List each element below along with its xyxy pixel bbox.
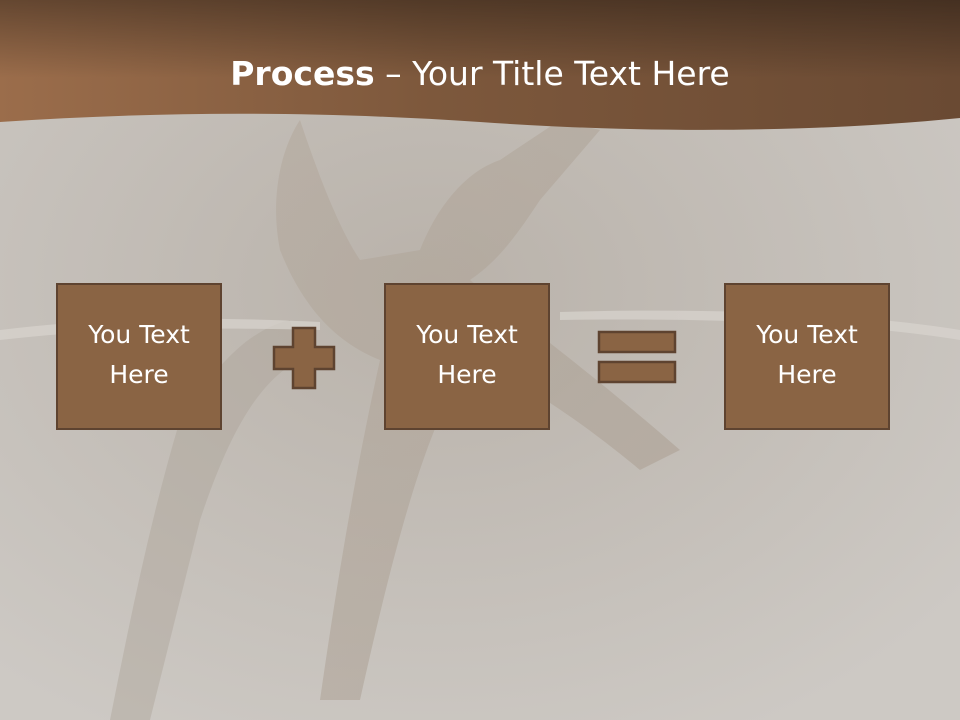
- process-box-2[interactable]: You Text Here: [384, 283, 550, 430]
- process-box-3[interactable]: You Text Here: [724, 283, 890, 430]
- plus-icon: [272, 326, 336, 390]
- process-box-3-label: You Text Here: [756, 320, 858, 389]
- title-bold-part: Process: [230, 54, 375, 93]
- process-box-1-label: You Text Here: [88, 320, 190, 389]
- slide-title: Process – Your Title Text Here: [0, 52, 960, 96]
- equals-icon: [597, 330, 677, 384]
- header-band: [0, 0, 960, 130]
- title-rest-part: – Your Title Text Here: [374, 54, 730, 93]
- process-box-2-label: You Text Here: [416, 320, 518, 389]
- process-box-1[interactable]: You Text Here: [56, 283, 222, 430]
